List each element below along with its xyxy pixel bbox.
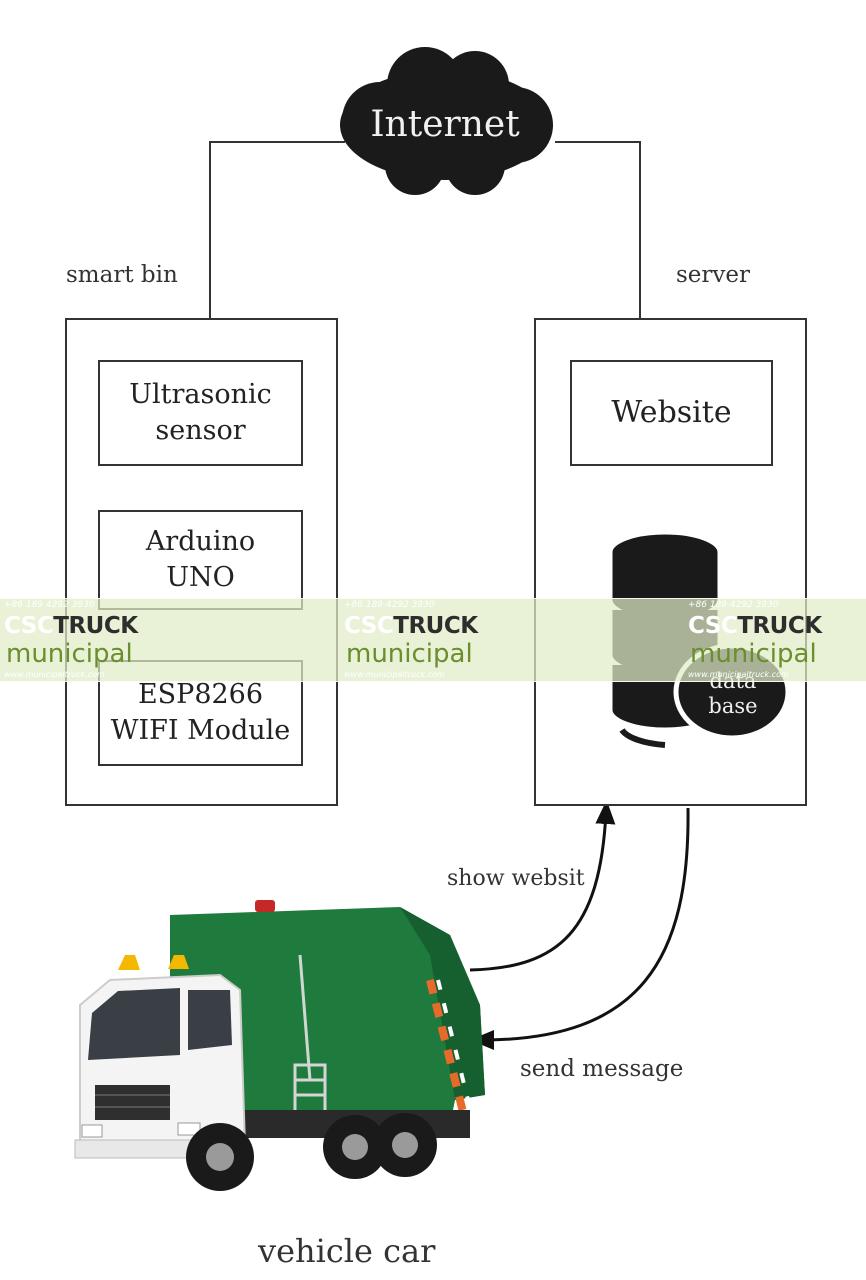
watermark-phone: +86 189 4292 3930 xyxy=(4,600,95,610)
website-box: Website xyxy=(570,360,773,466)
smart-bin-title: smart bin xyxy=(66,262,178,288)
watermark-url: www.municipaltruck.com xyxy=(688,670,789,679)
arduino-line-2: UNO xyxy=(166,562,235,593)
internet-label: Internet xyxy=(370,103,520,145)
arduino-uno-box: Arduino UNO xyxy=(98,510,303,610)
watermark-unit: +86 189 4292 3930 CSCTRUCK municipal www… xyxy=(0,599,175,681)
watermark-phone: +86 189 4292 3930 xyxy=(344,600,435,610)
garbage-truck-icon xyxy=(74,900,485,1191)
ultrasonic-sensor-box: Ultrasonic sensor xyxy=(98,360,303,466)
watermark-url: www.municipaltruck.com xyxy=(344,670,445,679)
wifi-line-1: ESP8266 xyxy=(137,678,264,710)
watermark-municipal: municipal xyxy=(346,639,473,669)
watermark-municipal: municipal xyxy=(6,639,133,669)
watermark-logo: CSCTRUCK xyxy=(688,613,822,639)
sensor-line-2: sensor xyxy=(155,415,246,446)
arduino-line-1: Arduino xyxy=(145,525,256,557)
arrow-truck-to-server xyxy=(469,800,616,972)
cloud-icon xyxy=(340,47,553,195)
show-website-label: show websit xyxy=(447,866,585,891)
server-title: server xyxy=(676,262,751,288)
watermark-unit: +86 189 4292 3930 CSCTRUCK municipal www… xyxy=(340,599,515,681)
watermark-band: +86 189 4292 3930 CSCTRUCK municipal www… xyxy=(0,598,866,682)
vehicle-car-label: vehicle car xyxy=(258,1232,436,1270)
db-line-2: base xyxy=(708,694,758,718)
watermark-url: www.municipaltruck.com xyxy=(4,670,105,679)
wire-internet-server xyxy=(555,141,641,318)
send-message-label: send message xyxy=(520,1056,684,1082)
watermark-logo: CSCTRUCK xyxy=(4,613,138,639)
watermark-unit: +86 189 4292 3930 CSCTRUCK municipal www… xyxy=(684,599,859,681)
watermark-phone: +86 189 4292 3930 xyxy=(688,600,779,610)
watermark-municipal: municipal xyxy=(690,639,817,669)
sensor-line-1: Ultrasonic xyxy=(129,378,272,410)
website-label: Website xyxy=(611,394,732,430)
wire-bin-internet xyxy=(209,141,345,318)
wifi-line-2: WIFI Module xyxy=(110,715,291,746)
watermark-logo: CSCTRUCK xyxy=(344,613,478,639)
arrow-server-to-truck xyxy=(470,807,690,1050)
